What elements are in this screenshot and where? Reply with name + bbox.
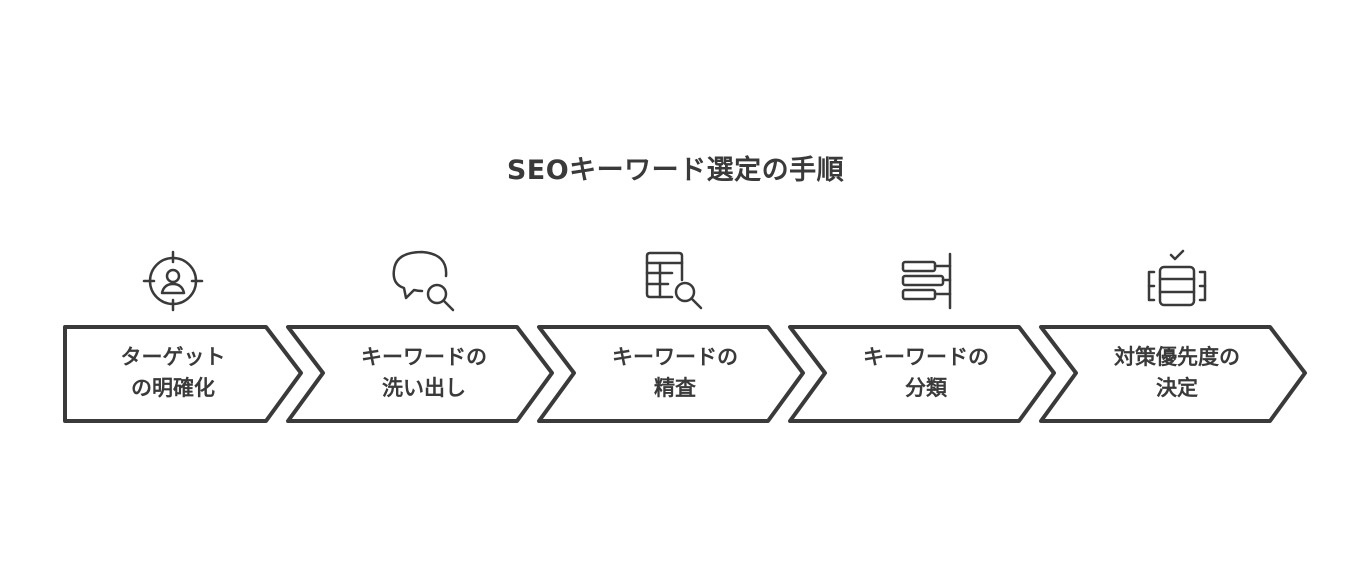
step-label-2: キーワードの 洗い出し bbox=[361, 345, 487, 400]
step-label-5: 対策優先度の 決定 bbox=[1114, 345, 1240, 400]
step-label-1: ターゲット の明確化 bbox=[120, 345, 226, 400]
step-shape-1 bbox=[63, 325, 303, 423]
step-label-3: キーワードの 精査 bbox=[612, 345, 738, 400]
step-label-4: キーワードの 分類 bbox=[863, 345, 989, 400]
step-shape-4 bbox=[788, 325, 1056, 423]
priority-stack-icon bbox=[1147, 249, 1207, 307]
hierarchy-bars-icon bbox=[901, 252, 952, 310]
step-shape-3 bbox=[537, 325, 805, 423]
table-search-icon bbox=[645, 251, 703, 310]
target-user-icon bbox=[142, 250, 204, 312]
step-shape-5 bbox=[1039, 325, 1307, 423]
speech-bubble-search-icon bbox=[392, 250, 455, 312]
step-shape-2 bbox=[286, 325, 554, 423]
diagram-title: SEOキーワード選定の手順 bbox=[506, 155, 845, 186]
